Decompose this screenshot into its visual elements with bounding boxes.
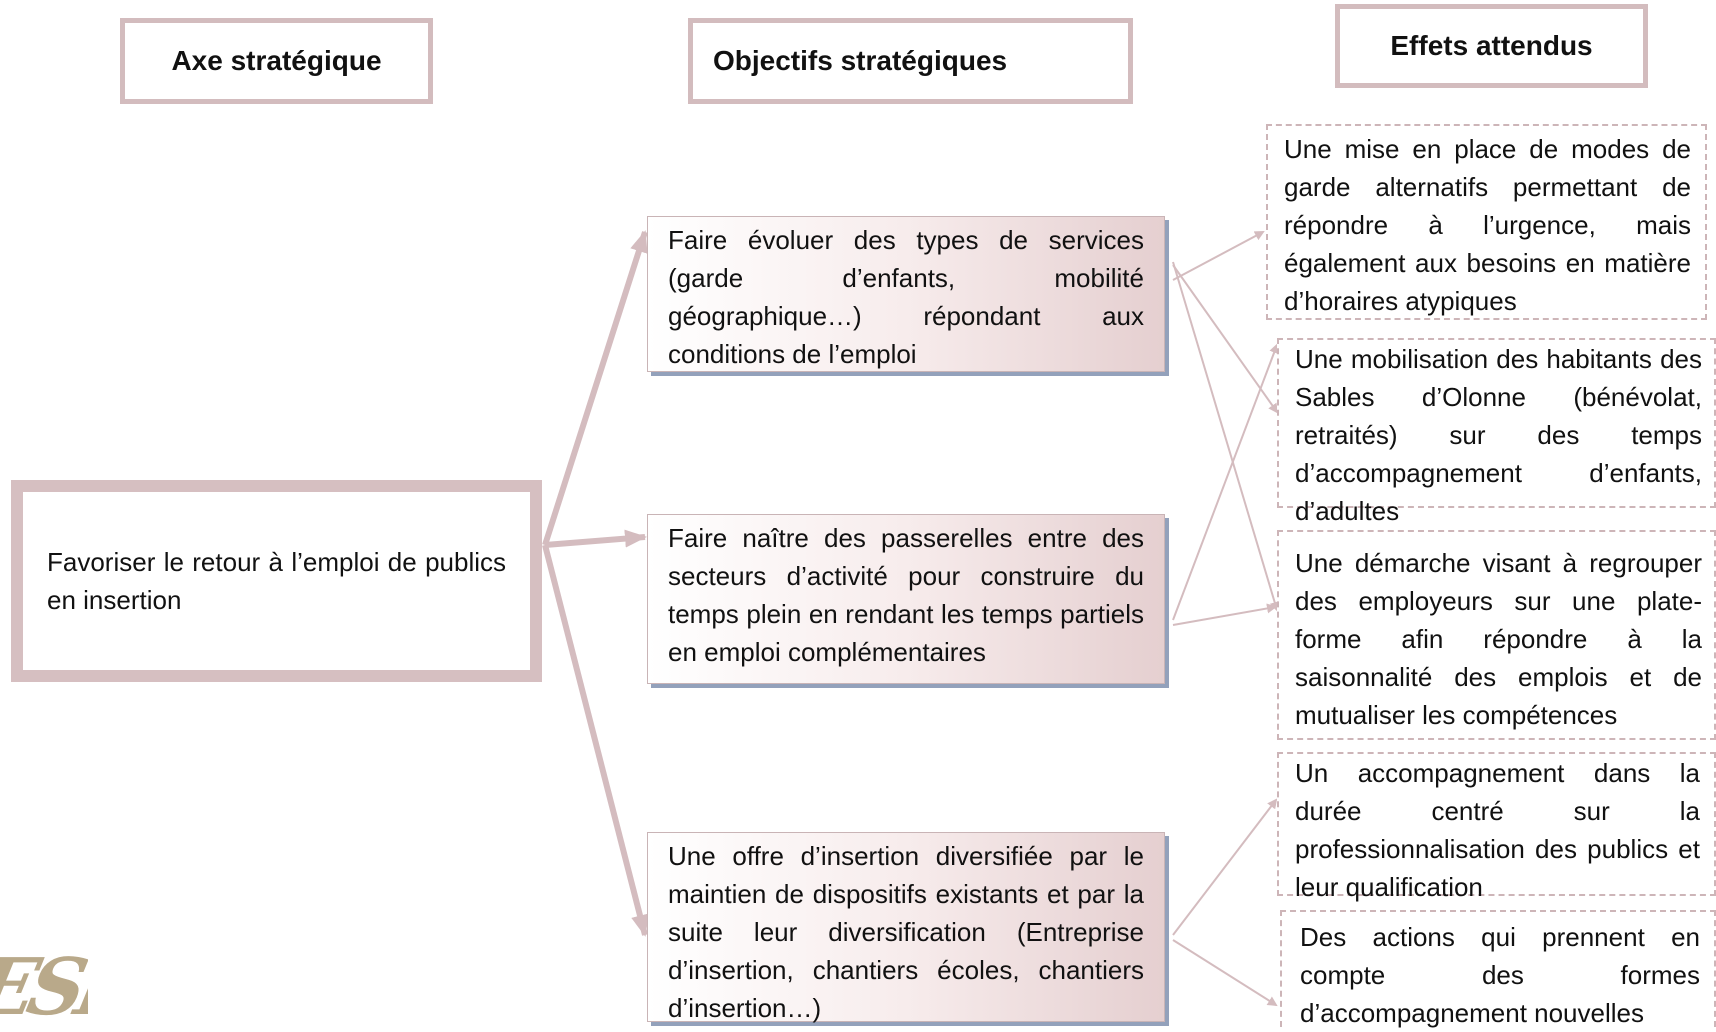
arrow-obj2-to-effet-3 <box>1172 603 1277 626</box>
header-effets-label: Effets attendus <box>1390 30 1593 61</box>
arrow-obj1-to-effet-3 <box>1172 261 1280 612</box>
effet-text-1: Une mise en place de modes de garde alte… <box>1284 134 1691 316</box>
objectif-text-1: Faire évoluer des types de services (gar… <box>668 225 1144 369</box>
objectif-text-2: Faire naître des passerelles entre des s… <box>668 523 1144 667</box>
effet-text-4: Un accompagnement dans la durée centré s… <box>1295 758 1700 902</box>
effet-box-4: Un accompagnement dans la durée centré s… <box>1277 752 1716 902</box>
objectif-box-3: Une offre d’insertion diversifiée par le… <box>647 832 1165 1023</box>
arrow-obj1-to-effet-1 <box>1172 231 1265 281</box>
objectif-box-1: Faire évoluer des types de services (gar… <box>647 216 1165 372</box>
axe-strategique-box: Favoriser le retour à l’emploi de public… <box>11 480 542 682</box>
header-objectifs-strategiques: Objectifs stratégiques <box>688 18 1133 104</box>
logo-text: ESE <box>0 942 88 1027</box>
arrow-obj1-to-effet-2 <box>1172 264 1279 414</box>
objectif-box-2: Faire naître des passerelles entre des s… <box>647 514 1165 684</box>
header-effets-attendus: Effets attendus <box>1335 4 1648 88</box>
cese-logo: ESE <box>0 942 88 1027</box>
header-axe-label: Axe stratégique <box>171 45 382 76</box>
effet-box-3: Une démarche visant à regrouper des empl… <box>1277 530 1716 740</box>
arrow-axe-to-objectif-2 <box>544 529 647 548</box>
effet-box-5: Des actions qui prennent en compte des f… <box>1280 910 1716 1028</box>
arrow-obj2-to-effet-2 <box>1172 343 1279 621</box>
effet-text-3: Une démarche visant à regrouper des empl… <box>1295 548 1702 730</box>
effet-text-5: Des actions qui prennent en compte des f… <box>1300 922 1700 1028</box>
axe-text: Favoriser le retour à l’emploi de public… <box>47 547 506 615</box>
header-objectifs-label: Objectifs stratégiques <box>713 45 1008 76</box>
objectif-text-3: Une offre d’insertion diversifiée par le… <box>668 841 1144 1023</box>
arrow-axe-to-objectif-1 <box>542 230 648 546</box>
arrow-axe-to-objectif-3 <box>542 544 649 937</box>
arrow-obj3-to-effet-5 <box>1172 939 1278 1007</box>
header-axe-strategique: Axe stratégique <box>120 18 433 104</box>
effet-text-2: Une mobilisation des habitants des Sable… <box>1295 344 1702 526</box>
effet-box-1: Une mise en place de modes de garde alte… <box>1266 124 1707 320</box>
effet-box-2: Une mobilisation des habitants des Sable… <box>1277 338 1716 526</box>
arrow-obj3-to-effet-4 <box>1172 798 1278 936</box>
